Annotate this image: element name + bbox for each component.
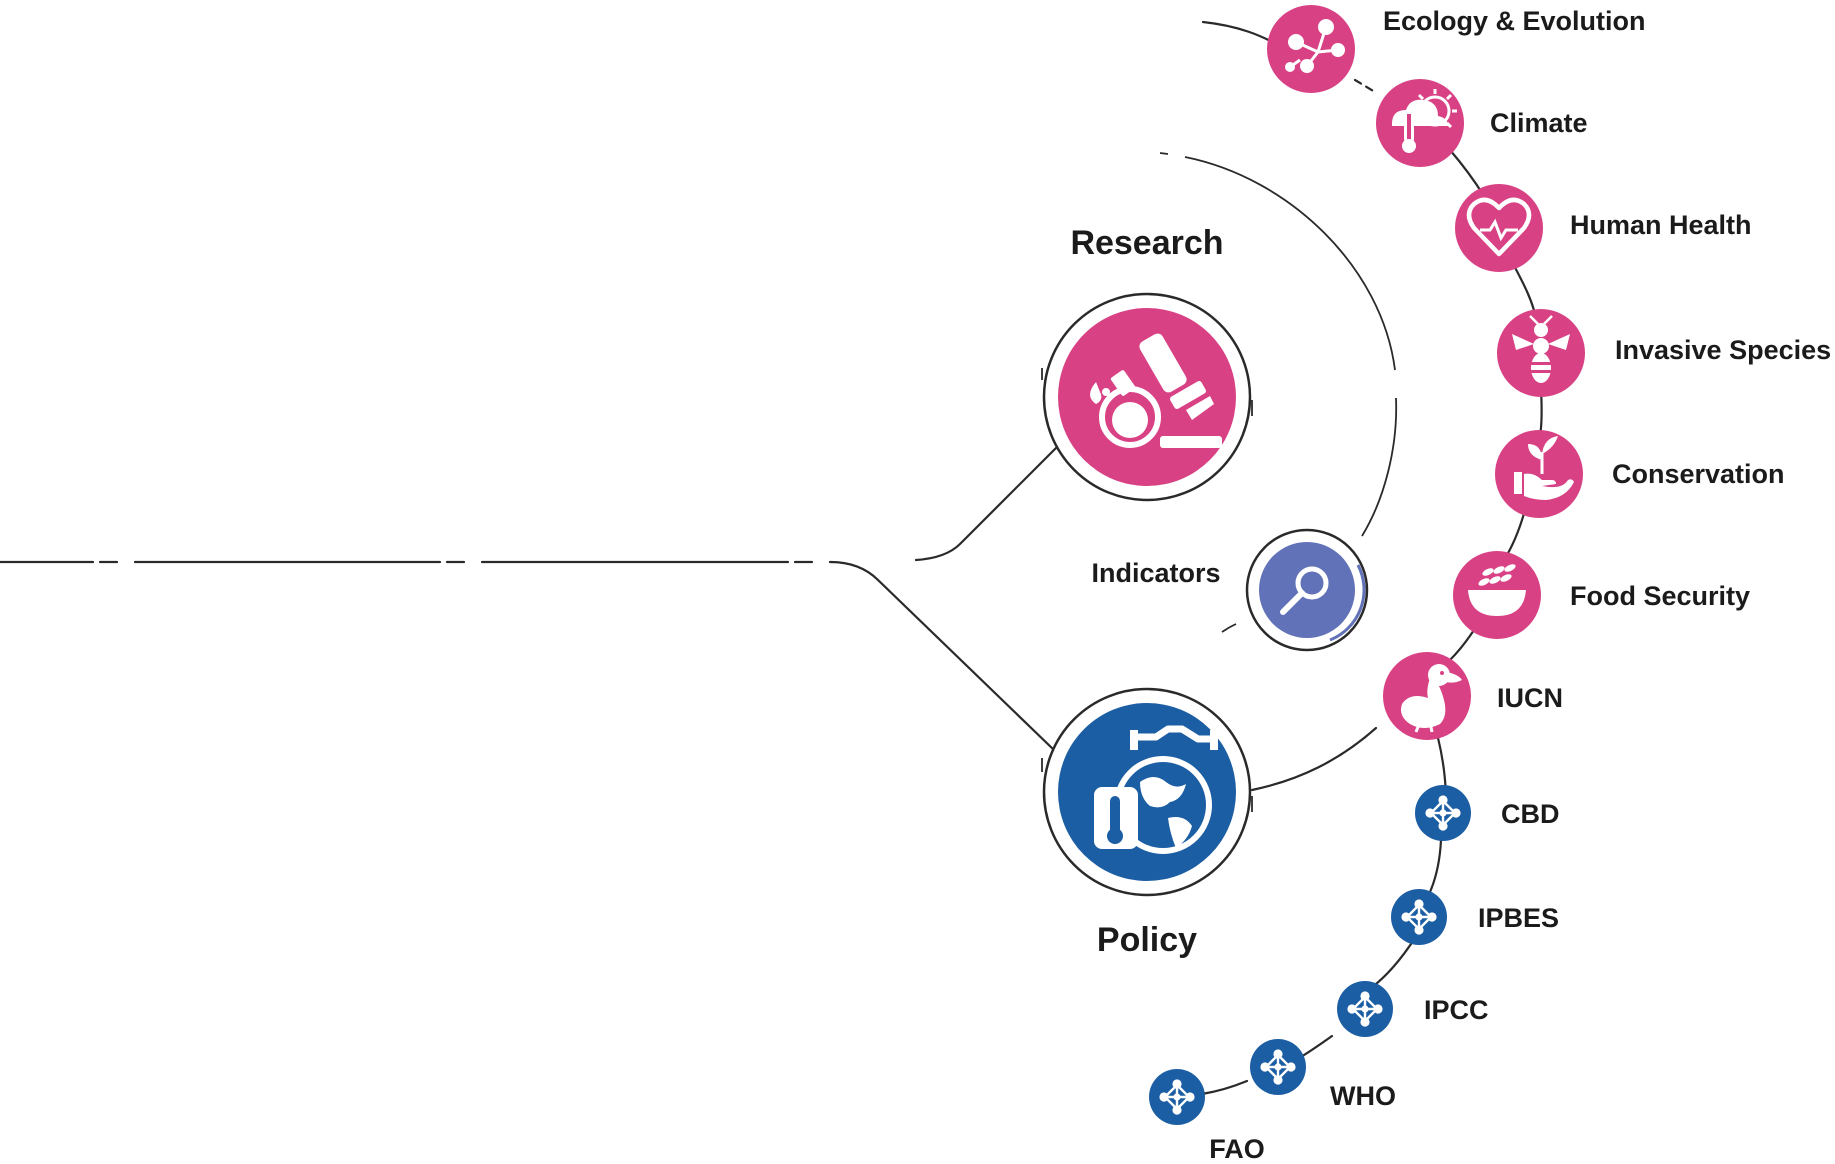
microscope-flask-icon — [1090, 333, 1222, 448]
topic-human-health[interactable]: Human Health — [1455, 184, 1752, 272]
topic-label: Invasive Species — [1615, 335, 1831, 365]
policy-body-ipbes[interactable]: IPBES — [1391, 889, 1559, 945]
topic-label: IUCN — [1497, 683, 1563, 713]
hand-plant-icon — [1514, 436, 1574, 500]
policy-label: Policy — [1097, 921, 1197, 959]
globe-handshake-thermometer-icon — [1094, 725, 1218, 854]
policy-body-who[interactable]: WHO — [1250, 1039, 1396, 1111]
topic-iucn[interactable]: IUCN — [1383, 652, 1563, 740]
policy-body-fao[interactable]: FAO — [1149, 1069, 1265, 1164]
heart-pulse-icon — [1466, 197, 1532, 257]
topic-invasive-species[interactable]: Invasive Species — [1497, 309, 1831, 397]
topic-label: Food Security — [1570, 581, 1750, 611]
ecology-network-icon — [1285, 19, 1345, 73]
topic-food-security[interactable]: Food Security — [1453, 551, 1750, 639]
topic-label: Ecology & Evolution — [1383, 6, 1646, 36]
topic-label: Human Health — [1570, 210, 1752, 240]
research-label: Research — [1070, 224, 1223, 262]
policy-body-label: CBD — [1501, 799, 1560, 829]
topic-label: Conservation — [1612, 459, 1785, 489]
policy-body-label: FAO — [1209, 1134, 1265, 1164]
research-hub[interactable] — [1041, 292, 1253, 502]
trunk-line — [0, 444, 1060, 752]
indicators-label: Indicators — [1091, 558, 1220, 588]
policy-body-label: IPCC — [1424, 995, 1489, 1025]
topic-label: Climate — [1490, 108, 1588, 138]
grain-bowl-icon — [1468, 564, 1526, 616]
policy-body-cbd[interactable]: CBD — [1415, 785, 1560, 841]
topic-conservation[interactable]: Conservation — [1495, 430, 1785, 518]
gauge-icon — [1280, 566, 1329, 615]
indicators-node[interactable] — [1245, 528, 1369, 652]
dodo-bird-icon — [1401, 664, 1462, 733]
wasp-icon — [1512, 315, 1570, 383]
policy-hub[interactable] — [1041, 687, 1253, 897]
policy-body-ipcc[interactable]: IPCC — [1337, 981, 1489, 1037]
topic-ecology-evolution[interactable]: Ecology & Evolution — [1267, 5, 1646, 93]
research-arc — [1159, 152, 1398, 633]
policy-body-label: WHO — [1330, 1081, 1396, 1111]
topic-climate[interactable]: Climate — [1376, 79, 1588, 167]
policy-body-label: IPBES — [1478, 903, 1559, 933]
weather-thermometer-icon — [1392, 89, 1457, 153]
